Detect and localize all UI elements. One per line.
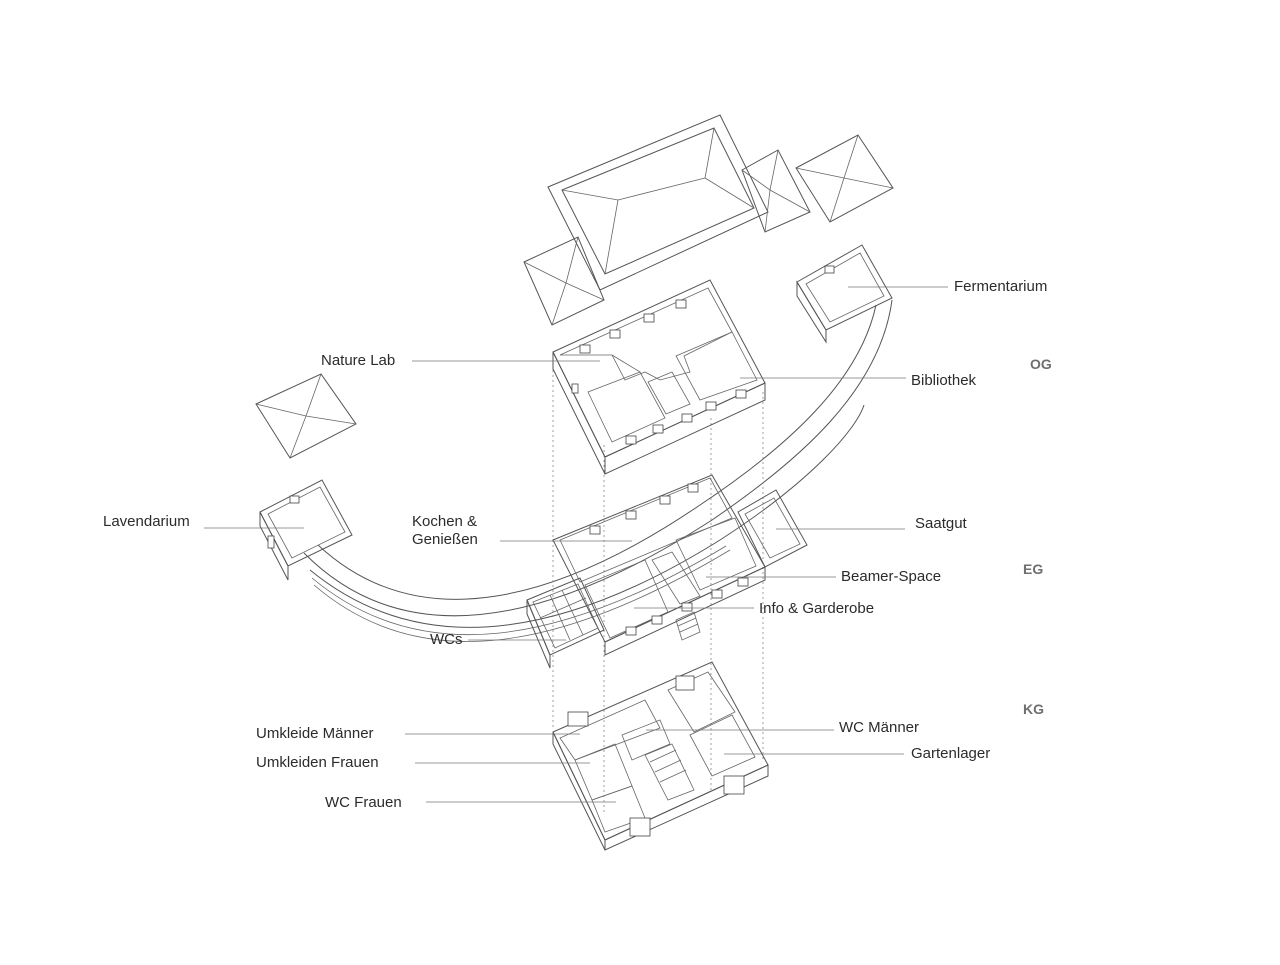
label-bibliothek: Bibliothek [911,372,977,389]
leader-lines [204,286,948,803]
level-kg: KG [1023,701,1044,717]
pavilion-fermentarium [796,244,893,344]
floor-eg [552,474,766,656]
label-kochen-geniessen: Kochen & Genießen [412,513,478,548]
room-beamer-space [675,517,757,591]
room-wcs [532,583,599,649]
label-beamer-space: Beamer-Space [841,568,942,585]
room-umkleiden-frauen [574,743,633,801]
level-eg: EG [1023,561,1044,577]
label-lavendarium: Lavendarium [103,513,190,530]
label-umkleide-maenner: Umkleide Männer [256,725,374,742]
room-wc-maenner [621,719,671,761]
pavilion-lavendarium [259,479,353,581]
room-kochen [559,477,733,583]
roof-left-pavilion [255,373,357,459]
roof-right [795,134,894,223]
floor-kg [552,661,769,851]
label-umkleiden-frauen: Umkleiden Frauen [256,754,379,771]
roof-annex [741,149,811,233]
wing-wcs [526,577,605,669]
label-wc-maenner: WC Männer [839,719,920,736]
room-lavendarium [267,486,346,559]
room-umkleide-maenner [559,699,661,761]
room-nature-lab-lower [587,371,666,443]
room-fermentarium [805,252,885,323]
level-og: OG [1030,356,1052,372]
label-info-garderobe: Info & Garderobe [759,600,875,617]
label-saatgut: Saatgut [915,515,967,532]
curved-walkway [303,299,893,642]
room-bibliothek [675,331,758,401]
roof-small-left [523,236,605,326]
pavilion-saatgut [737,489,808,568]
label-fermentarium: Fermentarium [954,278,1048,295]
room-nature-lab [559,287,733,381]
floor-og [552,279,766,475]
label-gartenlager: Gartenlager [911,745,991,762]
roof-main [547,114,769,291]
label-wc-frauen: WC Frauen [325,794,402,811]
room-saatgut [744,497,801,559]
label-nature-lab: Nature Lab [321,352,396,369]
room-gartenlager [689,714,756,777]
label-wcs: WCs [430,631,463,648]
